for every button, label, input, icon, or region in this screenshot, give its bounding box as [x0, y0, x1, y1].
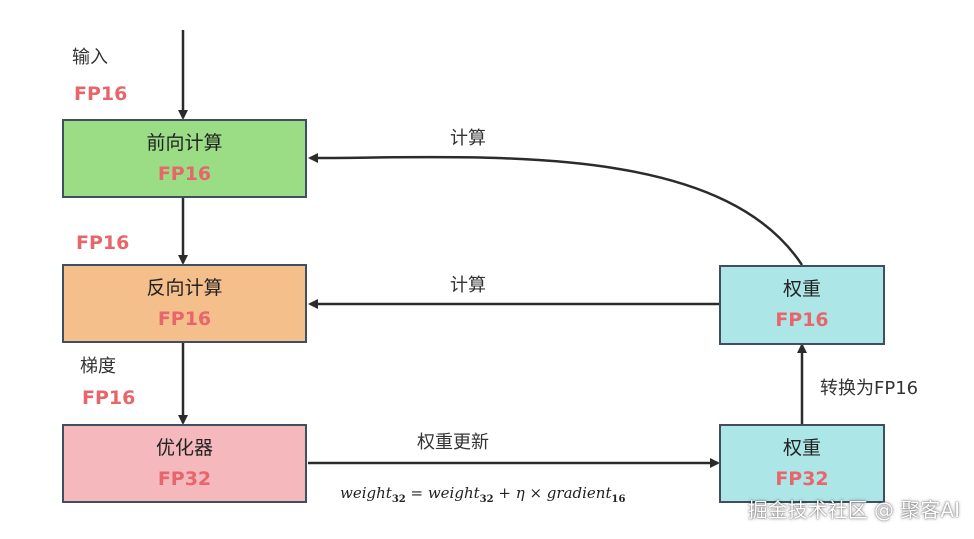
formula-rhs-weight: weight — [427, 484, 480, 502]
backward-precision: FP16 — [157, 307, 212, 330]
weight32-box: 权重 FP32 — [719, 424, 885, 503]
update-formula: weight32 = weight32 + η × gradient16 — [340, 484, 625, 505]
forward-precision: FP16 — [157, 162, 212, 185]
formula-lhs-sub: 32 — [391, 494, 406, 505]
forward-box: 前向计算 FP16 — [62, 119, 307, 198]
weight16-box: 权重 FP16 — [719, 265, 885, 345]
backward-title: 反向计算 — [146, 276, 223, 299]
formula-eta: η — [515, 484, 525, 502]
input-label: 输入 — [72, 47, 108, 68]
weight32-precision: FP32 — [775, 467, 829, 490]
formula-lhs: weight — [340, 484, 392, 502]
forward-title: 前向计算 — [146, 131, 223, 154]
watermark: 掘金技术社区 @ 聚客AI — [747, 498, 960, 522]
optimizer-title: 优化器 — [155, 436, 213, 459]
formula-plus: + — [493, 484, 516, 502]
update-weight-label: 权重更新 — [417, 432, 489, 453]
gradient-label: 梯度 — [80, 356, 116, 377]
backward-box: 反向计算 FP16 — [62, 264, 307, 343]
weight16-to-forward-arrow — [308, 152, 804, 266]
weight16-title: 权重 — [782, 278, 821, 300]
formula-times: × — [524, 484, 547, 502]
optimizer-box: 优化器 FP32 — [62, 424, 307, 503]
formula-rhs-weight-sub: 32 — [479, 494, 494, 505]
weight16-precision: FP16 — [775, 309, 829, 331]
input-precision-label: FP16 — [74, 83, 128, 105]
weight32-title: 权重 — [782, 436, 821, 459]
optimizer-precision: FP32 — [157, 467, 212, 490]
forward-to-backward-precision-label: FP16 — [76, 232, 130, 254]
formula-gradient-sub: 16 — [611, 494, 626, 505]
compute-top-label: 计算 — [450, 128, 486, 149]
formula-gradient: gradient — [546, 484, 612, 502]
compute-mid-label: 计算 — [450, 275, 486, 296]
convert-label: 转换为FP16 — [820, 378, 919, 399]
gradient-precision-label: FP16 — [82, 387, 136, 409]
formula-eq: = — [405, 484, 428, 502]
